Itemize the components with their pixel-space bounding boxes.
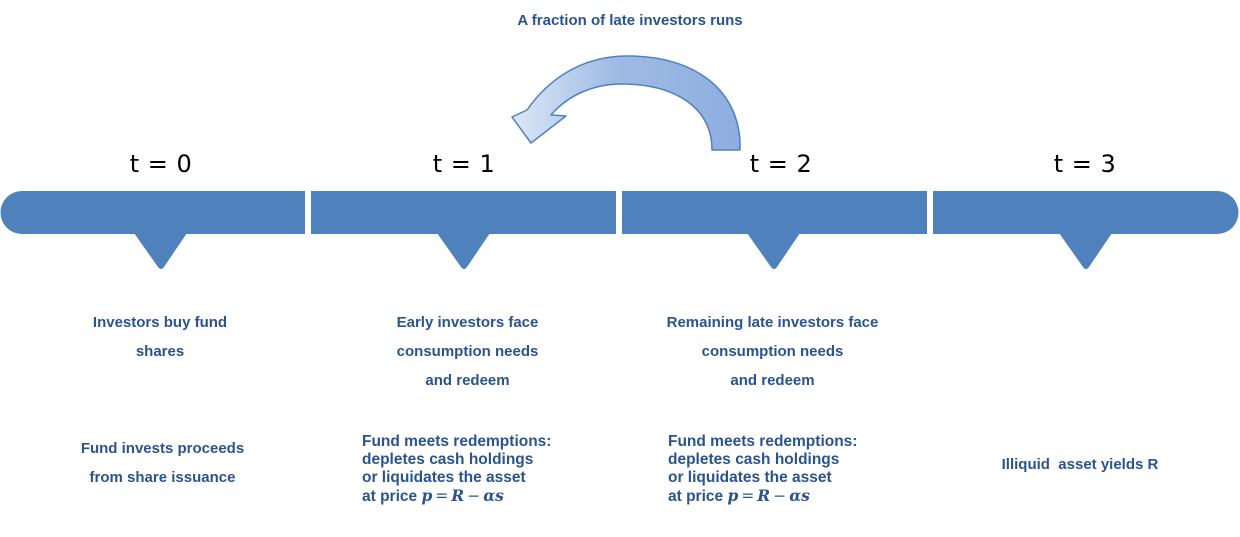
pointer-t3 — [1059, 233, 1112, 269]
pointer-t0 — [134, 233, 187, 269]
action-line-price: at price p=R−αs — [362, 487, 602, 506]
formula-alpha-s: αs — [483, 486, 504, 505]
action-line: or liquidates the asset — [668, 469, 832, 486]
run-annotation-title: A fraction of late investors runs — [517, 12, 743, 29]
event-line: and redeem — [425, 372, 510, 389]
price-label: at price — [362, 488, 418, 505]
curved-arrow-icon — [511, 55, 741, 151]
period-label-t1: t = 1 — [432, 150, 496, 178]
timeline-segment-t2 — [622, 191, 927, 234]
action-t0: Fund invests proceeds from share issuanc… — [30, 434, 295, 492]
formula-p: p — [727, 486, 739, 505]
formula-p: p — [421, 486, 433, 505]
action-t1: Fund meets redemptions: depletes cash ho… — [362, 433, 602, 506]
pointer-t2 — [747, 233, 800, 269]
period-label-t3: t = 3 — [1053, 150, 1117, 178]
formula-R: R — [451, 486, 465, 505]
event-line: Remaining late investors face — [666, 314, 879, 331]
event-t2: Remaining late investors face consumptio… — [630, 308, 915, 395]
action-line-price: at price p=R−αs — [668, 487, 908, 506]
price-formula: p=R−αs — [727, 486, 810, 506]
price-label: at price — [668, 488, 724, 505]
formula-minus: − — [773, 487, 787, 505]
action-t3: Illiquid asset yields R — [960, 392, 1200, 537]
event-line: shares — [135, 343, 185, 360]
action-line: or liquidates the asset — [362, 469, 526, 486]
timeline-segment-t0 — [0, 191, 306, 234]
pointer-t1 — [437, 233, 490, 269]
event-line: Early investors face — [396, 314, 539, 331]
formula-equals: = — [741, 487, 755, 505]
action-line: depletes cash holdings — [668, 451, 840, 468]
period-label-t2: t = 2 — [749, 150, 813, 178]
timeline-bar — [0, 191, 1239, 269]
price-formula: p=R−αs — [421, 486, 504, 506]
action-line: from share issuance — [89, 469, 236, 486]
formula-R: R — [757, 486, 771, 505]
formula-equals: = — [435, 487, 449, 505]
action-line: Illiquid asset yields R — [1001, 456, 1159, 473]
formula-alpha-s: αs — [789, 486, 810, 505]
timeline-segment-t3 — [933, 191, 1239, 235]
event-t1: Early investors face consumption needs a… — [340, 308, 595, 395]
action-line: Fund meets redemptions: — [362, 433, 552, 450]
timeline-graphics — [0, 55, 1239, 269]
timeline-diagram: A fraction of late investors runs t = 0 … — [0, 12, 1239, 506]
event-line: consumption needs — [396, 343, 539, 360]
event-line: Investors buy fund — [92, 314, 228, 331]
event-line: and redeem — [730, 372, 815, 389]
event-t0: Investors buy fund shares — [40, 308, 280, 366]
action-line: depletes cash holdings — [362, 451, 534, 468]
formula-minus: − — [467, 487, 481, 505]
period-label-t0: t = 0 — [129, 150, 193, 178]
action-line: Fund invests proceeds — [80, 440, 245, 457]
timeline-segment-t1 — [311, 191, 616, 234]
event-line: consumption needs — [701, 343, 844, 360]
action-line: Fund meets redemptions: — [668, 433, 858, 450]
action-t2: Fund meets redemptions: depletes cash ho… — [668, 433, 908, 506]
